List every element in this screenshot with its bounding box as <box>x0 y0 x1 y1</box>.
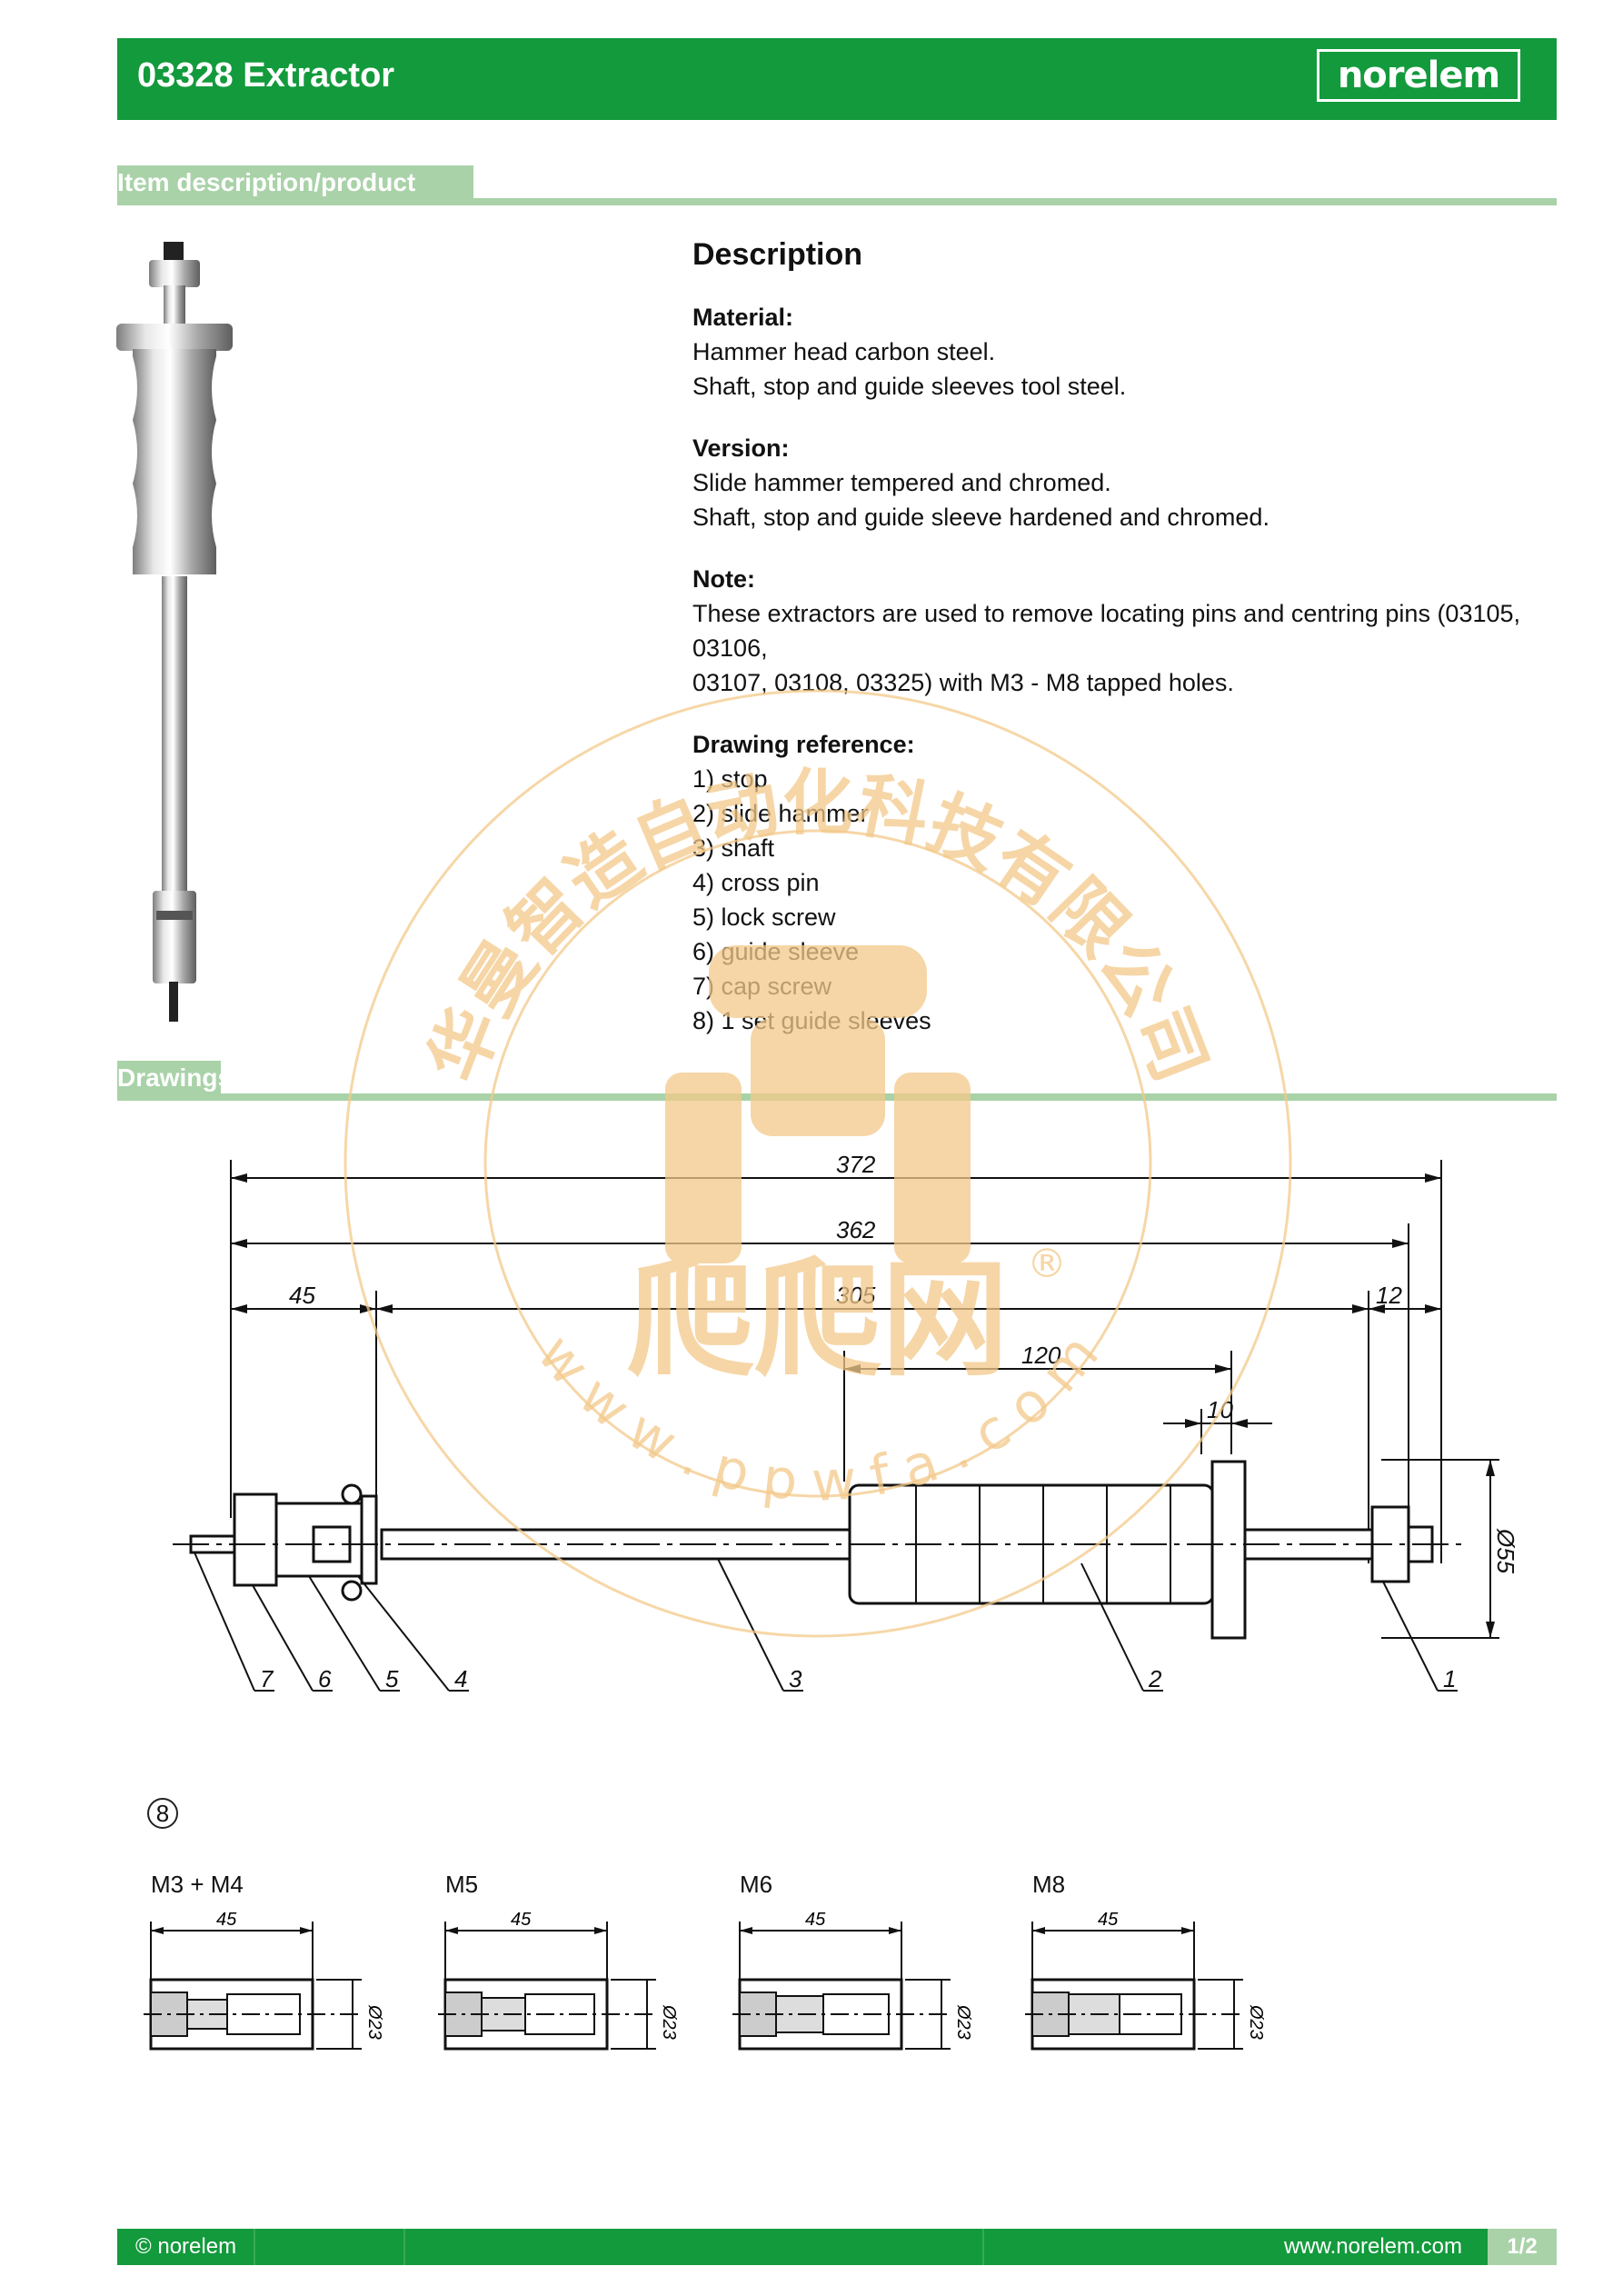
reference-item: 1) stop <box>692 765 768 793</box>
reference-item: 7) cap screw <box>692 973 832 1000</box>
material-line: Shaft, stop and guide sleeves tool steel… <box>692 373 1127 400</box>
dim-diameter: Ø55 <box>1492 1528 1519 1574</box>
sleeve-diameter: Ø23 <box>364 2004 384 2040</box>
dim-hammer: 120 <box>1021 1342 1061 1369</box>
note-block: Note: These extractors are used to remov… <box>692 562 1565 700</box>
dim-second: 362 <box>836 1216 876 1243</box>
callout-label: 3 <box>789 1665 802 1692</box>
callout-label: 2 <box>1148 1665 1162 1692</box>
description-panel: Description Material: Hammer head carbon… <box>692 235 1565 1065</box>
note-line: These extractors are used to remove loca… <box>692 600 1521 662</box>
note-label: Note: <box>692 565 755 593</box>
note-line: 03107, 03108, 03325) with M3 - M8 tapped… <box>692 669 1234 696</box>
callout-label: 5 <box>385 1665 399 1692</box>
guide-sleeves-marker: 8 <box>147 1798 178 1829</box>
reference-item: 3) shaft <box>692 834 775 862</box>
section-drawings-title: Drawings <box>117 1061 232 1095</box>
footer-separator <box>254 2229 255 2265</box>
material-label: Material: <box>692 304 794 331</box>
sleeve-size-label: M8 <box>1032 1871 1066 1898</box>
guide-sleeve-drawing: 45 Ø23 <box>144 1910 384 2051</box>
reference-label: Drawing reference: <box>692 731 915 758</box>
section-divider <box>117 1093 1557 1101</box>
sleeve-length: 45 <box>1098 1910 1119 1930</box>
norelem-logo[interactable]: norelem <box>1317 49 1520 102</box>
page-footer: © norelem www.norelem.com 1/2 <box>117 2229 1557 2265</box>
dim-left: 45 <box>289 1282 315 1309</box>
footer-separator <box>403 2229 405 2265</box>
page-header: 03328 Extractor norelem <box>117 38 1557 120</box>
sleeve-length: 45 <box>511 1910 532 1930</box>
sleeve-diameter: Ø23 <box>1246 2004 1266 2040</box>
guide-sleeve-drawing: 45 Ø23 <box>1025 1910 1266 2051</box>
version-line: Slide hammer tempered and chromed. <box>692 469 1111 496</box>
footer-separator <box>982 2229 984 2265</box>
page-title: 03328 Extractor <box>137 56 395 95</box>
reference-block: Drawing reference: 1) stop 2) slide hamm… <box>692 727 1565 1038</box>
guide-sleeve-drawing: 45 Ø23 <box>438 1910 679 2051</box>
version-block: Version: Slide hammer tempered and chrom… <box>692 431 1565 534</box>
dim-flange: 10 <box>1207 1396 1233 1423</box>
callout-label: 1 <box>1443 1665 1456 1692</box>
reference-item: 5) lock screw <box>692 903 836 931</box>
sleeve-diameter: Ø23 <box>659 2004 679 2040</box>
material-line: Hammer head carbon steel. <box>692 338 996 365</box>
reference-item: 4) cross pin <box>692 869 820 896</box>
reference-item: 6) guide sleeve <box>692 938 860 965</box>
sleeve-size-label: M6 <box>740 1871 773 1898</box>
reference-item: 8) 1 set guide sleeves <box>692 1007 931 1034</box>
technical-drawing: 372 362 45 305 12 120 10 Ø55 7 6 5 4 3 2… <box>173 1151 1519 1692</box>
sleeve-diameter: Ø23 <box>953 2004 973 2040</box>
reference-item: 2) slide hammer <box>692 800 869 827</box>
callout-label: 7 <box>260 1665 274 1692</box>
sleeve-length: 45 <box>805 1910 826 1930</box>
material-block: Material: Hammer head carbon steel. Shaf… <box>692 300 1565 404</box>
section-divider <box>117 198 1557 205</box>
version-line: Shaft, stop and guide sleeve hardened an… <box>692 504 1270 531</box>
sleeve-size-label: M3 + M4 <box>151 1871 244 1898</box>
description-heading: Description <box>692 237 863 272</box>
version-label: Version: <box>692 434 790 462</box>
dim-overall: 372 <box>836 1151 876 1178</box>
dim-right: 12 <box>1376 1282 1402 1309</box>
callout-label: 6 <box>318 1665 332 1692</box>
callout-label: 4 <box>454 1665 467 1692</box>
dim-middle: 305 <box>836 1282 876 1309</box>
page-number: 1/2 <box>1488 2229 1557 2265</box>
footer-website-link[interactable]: www.norelem.com <box>1283 2234 1462 2259</box>
guide-sleeve-drawing: 45 Ø23 <box>732 1910 973 2051</box>
footer-copyright: © norelem <box>135 2234 237 2259</box>
section-item-description-title: Item description/product images <box>117 165 473 231</box>
sleeve-length: 45 <box>216 1910 237 1930</box>
product-image <box>116 242 233 1022</box>
sleeve-size-label: M5 <box>445 1871 479 1898</box>
